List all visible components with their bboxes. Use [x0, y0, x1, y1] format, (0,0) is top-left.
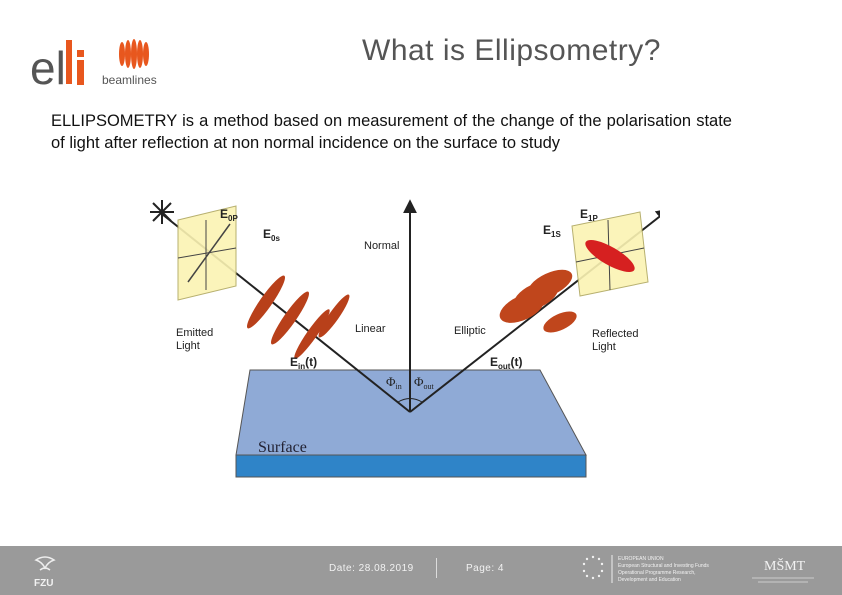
fzu-logo: FZU — [34, 556, 56, 589]
beamlines-logo-text: beamlines — [102, 73, 157, 87]
svg-text:EUROPEAN UNION: EUROPEAN UNION — [618, 556, 664, 562]
normal-label: Normal — [364, 240, 399, 252]
footer-date: Date: 28.08.2019 — [329, 563, 414, 574]
beamlines-logo-icon — [119, 39, 149, 69]
e1s-label: E1S — [543, 223, 561, 239]
svg-text:Φout: Φout — [414, 374, 435, 391]
svg-text:Operational Programme Research: Operational Programme Research, — [618, 570, 696, 576]
eu-logo: EUROPEAN UNION European Structural and I… — [582, 555, 709, 583]
svg-text:FZU: FZU — [34, 578, 53, 589]
e0p-label: E0P — [220, 207, 238, 223]
eli-logo-text: el — [30, 42, 66, 90]
svg-text:Φin: Φin — [386, 374, 402, 391]
light-source-icon — [150, 200, 174, 224]
e0s-label: E0s — [263, 227, 280, 243]
svg-text:European Structural and Invest: European Structural and Investing Funds — [618, 563, 709, 569]
elliptic-label: Elliptic — [454, 325, 486, 337]
svg-text:Development and Education: Development and Education — [618, 577, 681, 583]
footer-divider — [436, 558, 437, 578]
svg-text:MŠMT: MŠMT — [764, 557, 806, 574]
emitted-light-label: Emitted — [176, 327, 213, 339]
description-text: ELLIPSOMETRY is a method based on measur… — [51, 112, 732, 152]
e1p-label: E1P — [580, 207, 598, 223]
eout-label: Eout(t) — [490, 355, 522, 371]
reflected-light-label: Reflected — [592, 328, 638, 340]
footer-page: Page: 4 — [466, 563, 504, 574]
page-title: What is Ellipsometry? — [362, 34, 661, 67]
linear-wave — [246, 275, 350, 359]
msmt-logo: MŠMT — [752, 557, 814, 583]
svg-text:Light: Light — [176, 340, 200, 352]
surface-side — [235, 454, 587, 478]
svg-text:Light: Light — [592, 341, 616, 353]
footer-bar: FZU Date: 28.08.2019 Page: 4 EUROPEAN UN… — [0, 546, 842, 595]
eli-logo: el — [30, 40, 84, 90]
elliptic-wave — [499, 269, 577, 333]
ein-label: Ein(t) — [290, 355, 317, 371]
reflected-ellipse — [585, 239, 635, 273]
surface-label: Surface — [258, 439, 307, 456]
linear-label: Linear — [355, 323, 386, 335]
ellipsometry-diagram: Surface Normal Φin Φout E0P E0s E1P — [150, 199, 660, 478]
